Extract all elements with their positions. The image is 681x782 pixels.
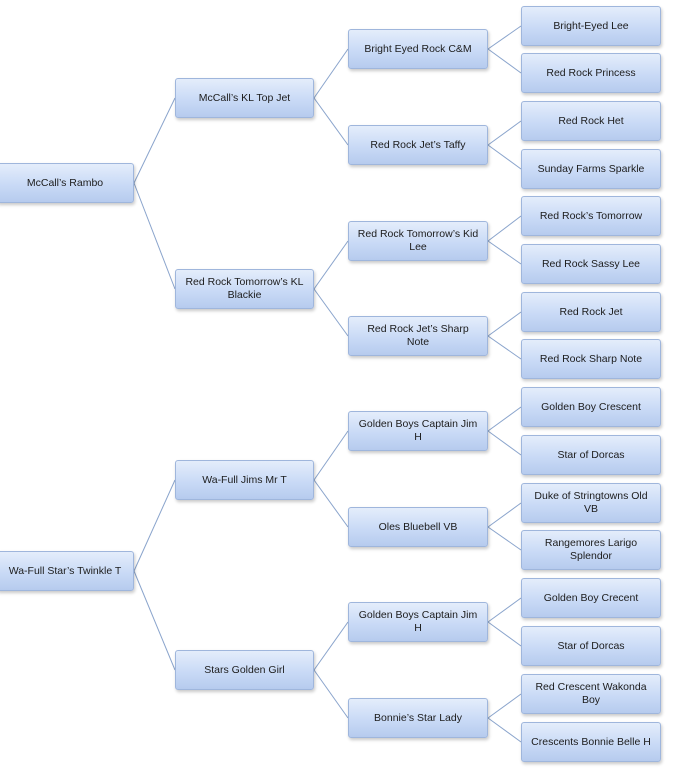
great-grandparent-node-sire: Bright-Eyed Lee — [521, 6, 661, 46]
parent-node-sire: Wa-Full Jims Mr T — [175, 460, 314, 500]
connector-line — [487, 526, 522, 551]
connector-line — [487, 717, 522, 743]
great-grandparent-node-dam: Red Rock Princess — [521, 53, 661, 93]
connector-line — [487, 406, 522, 432]
great-grandparent-node-sire: Duke of Stringtowns Old VB — [521, 483, 661, 523]
great-grandparent-node-dam: Star of Dorcas — [521, 435, 661, 475]
parent-node-sire: McCall’s KL Top Jet — [175, 78, 314, 118]
connector-line — [313, 288, 349, 337]
connector-line — [487, 120, 522, 146]
grandparent-node-dam: Bonnie’s Star Lady — [348, 698, 488, 738]
connector-line — [487, 597, 522, 623]
grandparent-node-dam: Oles Bluebell VB — [348, 507, 488, 547]
connector-line — [487, 48, 522, 74]
connector-line — [487, 240, 522, 265]
parent-node-dam: Red Rock Tomorrow’s KL Blackie — [175, 269, 314, 309]
great-grandparent-node-sire: Red Rock Het — [521, 101, 661, 141]
connector-line — [313, 479, 349, 528]
grandparent-node-sire: Bright Eyed Rock C&M — [348, 29, 488, 69]
root-node: Wa-Full Star’s Twinkle T — [0, 551, 134, 591]
connector-line — [487, 693, 522, 719]
grandparent-node-dam: Red Rock Jet’s Taffy — [348, 125, 488, 165]
great-grandparent-node-dam: Red Rock Sassy Lee — [521, 244, 661, 284]
great-grandparent-node-dam: Rangemores Larigo Splendor — [521, 530, 661, 570]
connector-line — [313, 669, 349, 719]
connector-line — [487, 311, 522, 337]
grandparent-node-sire: Red Rock Tomorrow’s Kid Lee — [348, 221, 488, 261]
great-grandparent-node-dam: Star of Dorcas — [521, 626, 661, 666]
connector-line — [487, 144, 522, 170]
great-grandparent-node-sire: Golden Boy Crecent — [521, 578, 661, 618]
connector-line — [313, 240, 349, 290]
connector-line — [133, 97, 176, 184]
connector-line — [313, 621, 349, 671]
grandparent-node-sire: Golden Boys Captain Jim H — [348, 411, 488, 451]
connector-line — [487, 502, 522, 528]
connector-line — [487, 25, 522, 50]
great-grandparent-node-sire: Red Rock’s Tomorrow — [521, 196, 661, 236]
connector-line — [313, 430, 349, 481]
connector-line — [133, 479, 176, 572]
great-grandparent-node-sire: Red Crescent Wakonda Boy — [521, 674, 661, 714]
connector-line — [487, 335, 522, 360]
connector-line — [133, 570, 176, 671]
great-grandparent-node-dam: Crescents Bonnie Belle H — [521, 722, 661, 762]
great-grandparent-node-sire: Red Rock Jet — [521, 292, 661, 332]
grandparent-node-sire: Golden Boys Captain Jim H — [348, 602, 488, 642]
grandparent-node-dam: Red Rock Jet’s Sharp Note — [348, 316, 488, 356]
connector-line — [313, 48, 349, 99]
parent-node-dam: Stars Golden Girl — [175, 650, 314, 690]
root-node: McCall’s Rambo — [0, 163, 134, 203]
connector-line — [487, 430, 522, 456]
connector-line — [133, 182, 176, 290]
great-grandparent-node-sire: Golden Boy Crescent — [521, 387, 661, 427]
connector-line — [487, 215, 522, 242]
connector-line — [487, 621, 522, 647]
connector-line — [313, 97, 349, 146]
great-grandparent-node-dam: Red Rock Sharp Note — [521, 339, 661, 379]
great-grandparent-node-dam: Sunday Farms Sparkle — [521, 149, 661, 189]
